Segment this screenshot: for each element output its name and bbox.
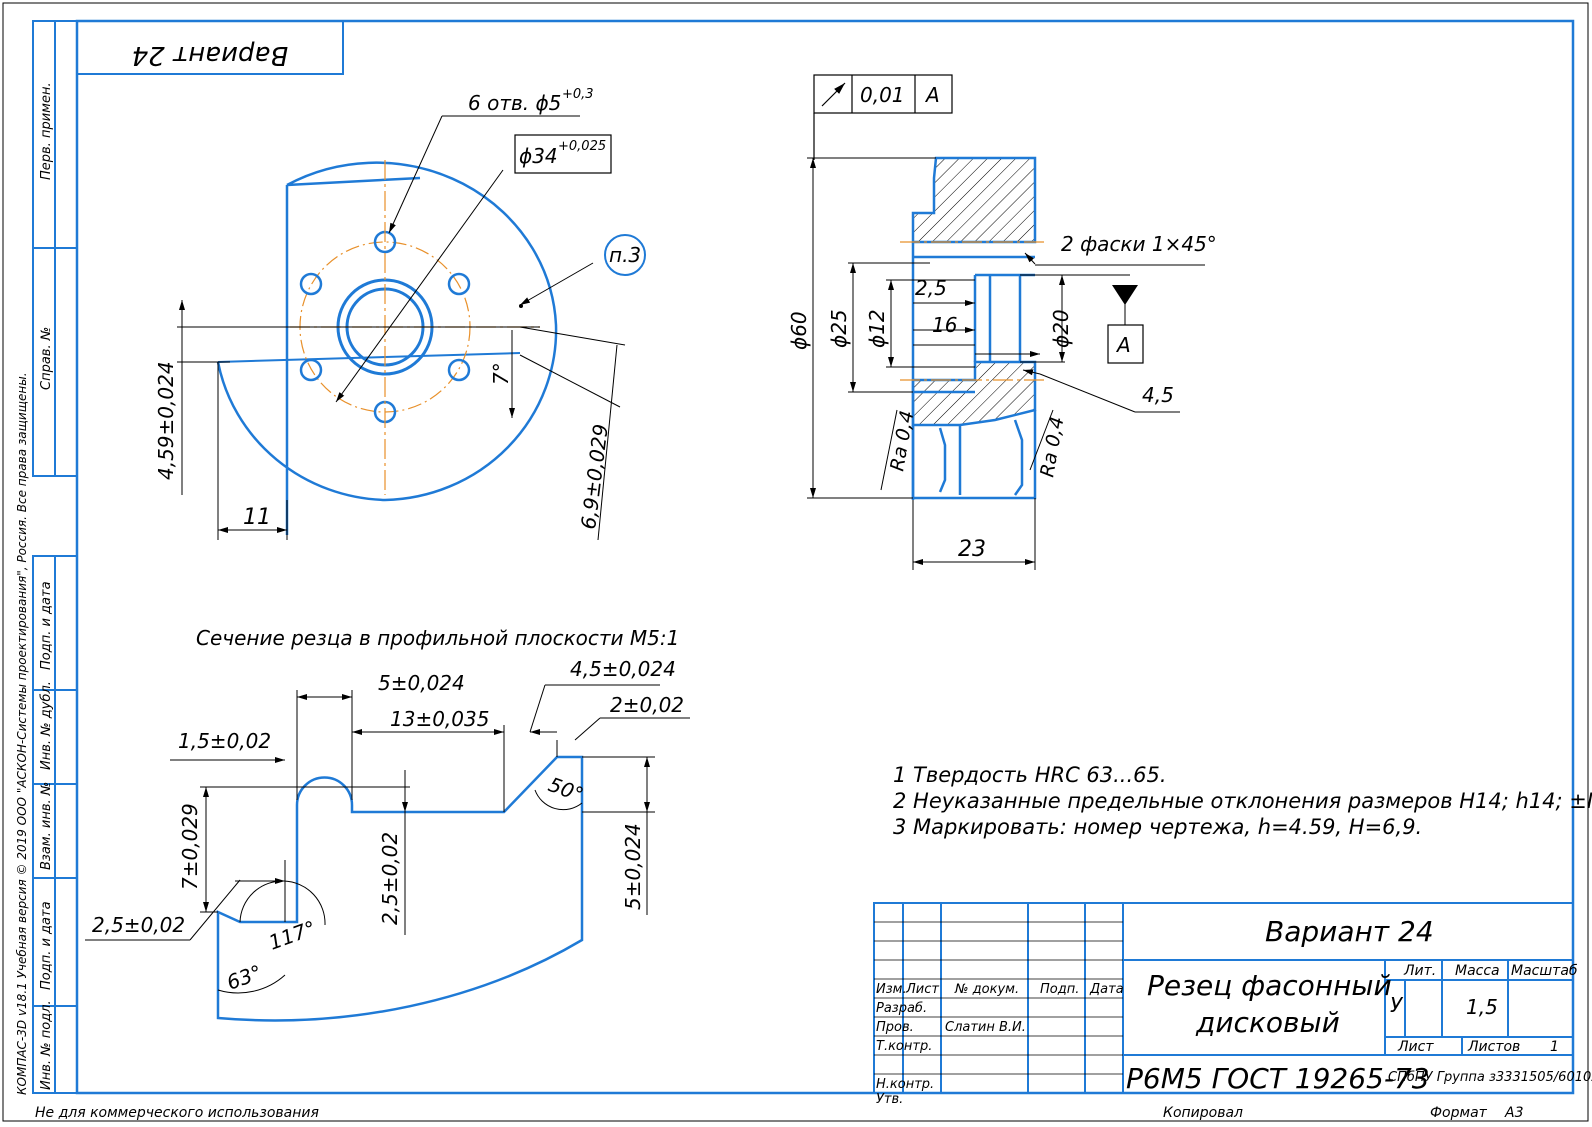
part-name-1: Резец фасонный xyxy=(1147,969,1392,1002)
role-tkontr: Т.контр. xyxy=(876,1039,932,1054)
hdr-izm: Изм. xyxy=(876,982,907,997)
hdr-doc: № докум. xyxy=(954,982,1019,997)
dim-2-5: 2,5 xyxy=(915,276,947,300)
ra-right: Ra 0,4 xyxy=(1036,415,1068,479)
note-3: 3 Маркировать: номер чертежа, h=4.59, H=… xyxy=(893,815,1422,839)
dim-23: 23 xyxy=(958,537,986,562)
footer: Не для коммерческого использования Копир… xyxy=(35,1105,1523,1121)
checker-name: Слатин В.И. xyxy=(945,1020,1026,1035)
role-razrab: Разраб. xyxy=(876,1001,927,1016)
dim-4-5: 4,5 xyxy=(1142,383,1174,407)
title-block-text: Изм. Лист № докум. Подп. Дата Разраб. Пр… xyxy=(876,915,1592,1107)
side-podp-data-2: Подп. и дата xyxy=(39,901,54,990)
d25-dim: ϕ25 xyxy=(827,309,851,348)
dim-5-right: 5±0,024 xyxy=(621,823,645,910)
dim-4-5-profile: 4,5±0,024 xyxy=(570,657,676,681)
mass-label: Масса xyxy=(1455,963,1500,979)
hdr-date: Дата xyxy=(1089,982,1124,997)
title-variant: Вариант 24 xyxy=(1265,915,1434,948)
format-label: Формат xyxy=(1430,1105,1488,1121)
side-sprav-no: Справ. № xyxy=(39,327,54,390)
side-podp-data-1: Подп. и дата xyxy=(39,581,54,670)
side-perv-primen: Перв. примен. xyxy=(39,82,54,180)
material: Р6М5 ГОСТ 19265-73 xyxy=(1126,1062,1430,1095)
variant-mirrored-text: Вариант 24 xyxy=(132,40,289,70)
role-nkontr: Н.контр. xyxy=(876,1077,934,1092)
runout-datum: А xyxy=(924,83,940,107)
holes-note-tol: +0,3 xyxy=(562,87,594,102)
part-name-2: дисковый xyxy=(1195,1006,1340,1039)
sheets-value: 1 xyxy=(1550,1039,1559,1055)
scale-label: Масштаб xyxy=(1511,963,1578,979)
dim-2-5-mid: 2,5±0,02 xyxy=(378,832,402,925)
chamfer-note: 2 фаски 1×45° xyxy=(1061,232,1217,256)
dim-5: 5±0,024 xyxy=(378,671,465,695)
holes-note: 6 отв. ϕ5 xyxy=(468,91,561,115)
role-utv: Утв. xyxy=(876,1092,903,1107)
dim-1-5: 1,5±0,02 xyxy=(178,729,271,753)
dim-2: 2±0,02 xyxy=(610,693,684,717)
runout-value: 0,01 xyxy=(860,83,905,107)
sheet-label: Лист xyxy=(1397,1039,1434,1055)
side-stamp-labels: Перв. примен. Справ. № Подп. и дата Инв.… xyxy=(15,82,54,1095)
copyright-text: КОМПАС-3D v18.1 Учебная версия © 2019 ОО… xyxy=(15,372,29,1095)
datum-a: А xyxy=(1115,333,1131,357)
side-inv-podl: Инв. № подл. xyxy=(39,1000,54,1090)
technical-notes: 1 Твердость HRC 63...65. 2 Неуказанные п… xyxy=(893,763,1592,839)
front-view: 6 отв. ϕ5 +0,3 ϕ34 +0,025 п.3 7° 4,59±0,… xyxy=(154,87,646,541)
dim-13: 13±0,035 xyxy=(390,707,489,731)
format-value: А3 xyxy=(1504,1105,1523,1121)
side-inv-dubl: Инв. № дубл. xyxy=(39,681,54,770)
bore-dim: ϕ34 xyxy=(519,144,558,168)
surface-ref: п.3 xyxy=(609,243,641,267)
angle-50: 50° xyxy=(545,772,587,807)
dim-h: 4,59±0,024 xyxy=(154,361,178,480)
left-side-stamp xyxy=(32,20,78,1094)
note-1: 1 Твердость HRC 63...65. xyxy=(893,763,1167,787)
profile-title: Сечение резца в профильной плоскости М5:… xyxy=(196,626,679,650)
profile-section: Сечение резца в профильной плоскости М5:… xyxy=(85,626,690,1022)
dim-16: 16 xyxy=(932,313,957,337)
side-vzam-inv: Взам. инв. № xyxy=(39,782,54,870)
dim-11: 11 xyxy=(243,505,271,530)
d60-dim: ϕ60 xyxy=(787,311,811,350)
lit-value: У xyxy=(1390,993,1404,1017)
section-view: 0,01 А xyxy=(787,74,1217,570)
sheets-label: Листов xyxy=(1467,1039,1520,1055)
role-prov: Пров. xyxy=(876,1020,914,1035)
dim-H: 6,9±0,029 xyxy=(576,423,613,531)
title-block-rows xyxy=(874,921,1123,1075)
hdr-sign: Подп. xyxy=(1040,982,1079,997)
dim-7: 7±0,029 xyxy=(178,803,202,890)
bore-tol: +0,025 xyxy=(558,139,606,154)
mass-value: 1,5 xyxy=(1466,995,1498,1019)
lit-label: Лит. xyxy=(1403,963,1436,979)
org-name: СПбПУ Группа з3331505/60102 xyxy=(1388,1070,1592,1085)
angle-7: 7° xyxy=(489,362,513,385)
hdr-list: Лист xyxy=(905,982,939,997)
d12-dim: ϕ12 xyxy=(865,309,889,348)
note-2: 2 Неуказанные предельные отклонения разм… xyxy=(893,789,1592,813)
dim-2-5-left: 2,5±0,02 xyxy=(92,913,185,937)
noncommercial-note: Не для коммерческого использования xyxy=(35,1105,319,1121)
variant-mirror-box: Вариант 24 xyxy=(76,20,344,75)
copied-label: Копировал xyxy=(1163,1105,1243,1121)
d20-dim: ϕ20 xyxy=(1049,309,1073,348)
